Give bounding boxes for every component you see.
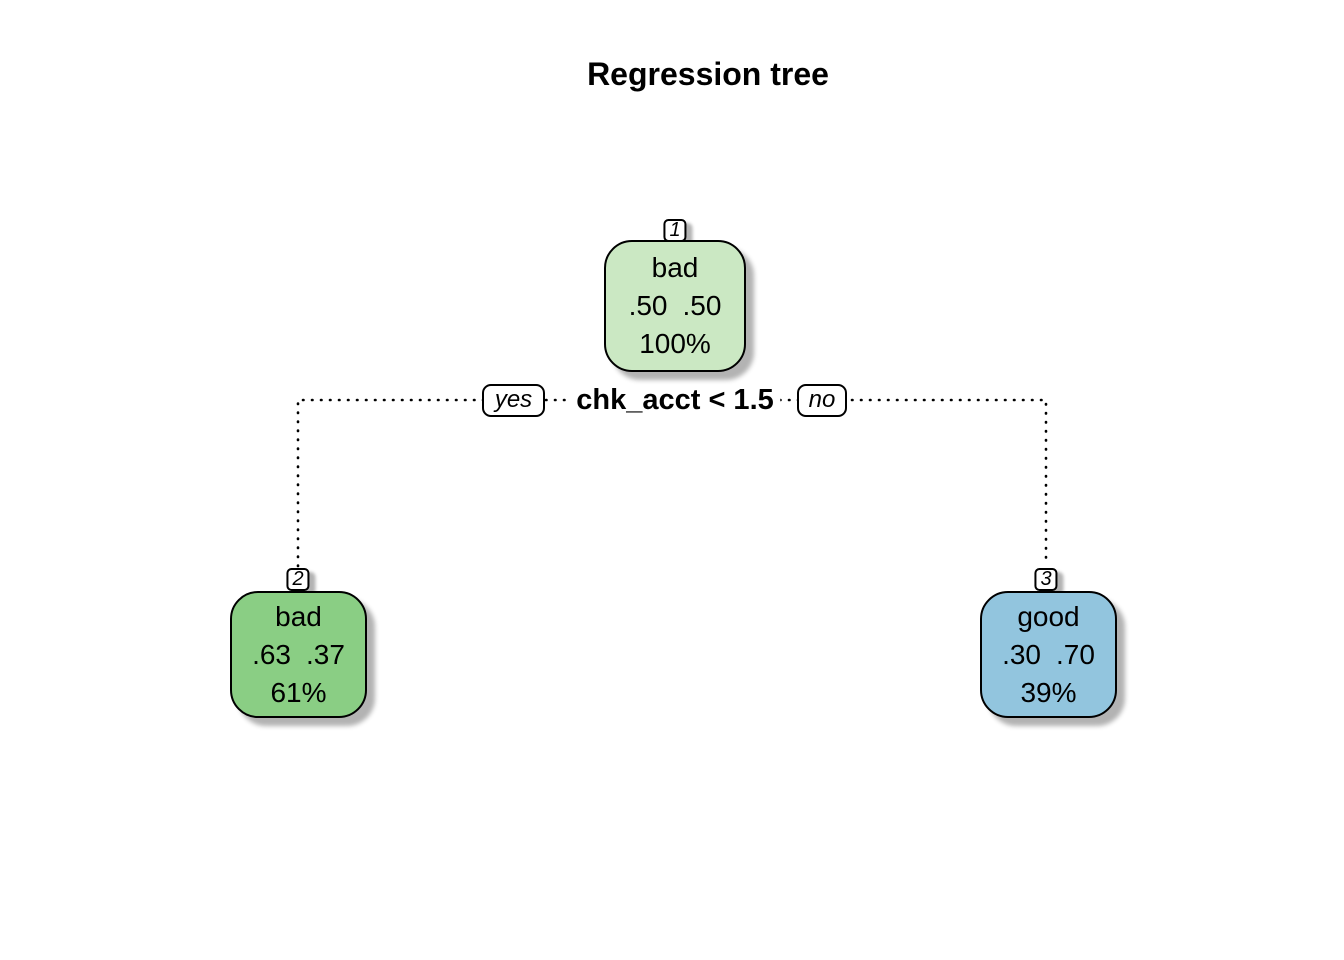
branch-path [296,398,1048,568]
prob-good: .70 [1056,638,1095,670]
node-probabilities: .50 .50 [629,287,722,325]
node-probabilities: .63 .37 [252,636,345,674]
node-2-number-badge: 2 [286,568,310,591]
node-probabilities: .30 .70 [1002,636,1095,674]
node-coverage: 39% [1020,676,1077,708]
tree-node-right-leaf: good .30 .70 39% [980,591,1117,718]
node-1-number-badge: 1 [663,219,687,242]
node-class-label: bad [275,600,322,632]
branch-label-no: no [797,384,847,417]
prob-good: .50 [682,290,722,321]
node-class-label: bad [651,252,699,283]
prob-good: .37 [306,638,345,670]
prob-bad: .63 [252,638,291,670]
node-coverage: 61% [270,676,327,708]
node-coverage: 100% [639,328,711,359]
node-3-number-badge: 3 [1034,568,1058,591]
prob-bad: .30 [1002,638,1041,670]
prob-bad: .50 [628,290,668,321]
tree-node-root: bad .50 .50 100% [604,240,746,372]
tree-node-left-leaf: bad .63 .37 61% [230,591,367,718]
branch-label-yes: yes [482,384,545,417]
node-class-label: good [1017,600,1080,632]
plot-title: Regression tree [587,56,829,92]
split-condition-label: chk_acct < 1.5 [570,383,780,417]
